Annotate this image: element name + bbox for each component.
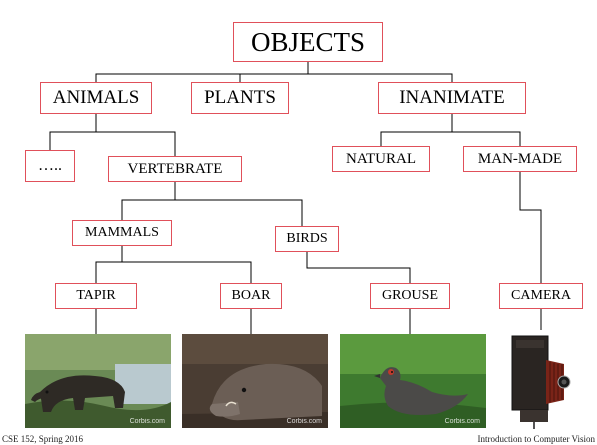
boar-photo: Corbis.com [182,334,328,428]
node-natural: NATURAL [332,146,430,172]
edge-birds-grouse [307,252,410,283]
edge-manmade-camera [520,172,541,283]
node-grouse: GROUSE [370,283,450,309]
node-camera: CAMERA [499,283,583,309]
node-inanimate: INANIMATE [378,82,526,114]
node-birds: BIRDS [275,226,339,252]
node-plants: PLANTS [191,82,289,114]
footer-title: Introduction to Computer Vision [477,434,595,444]
node-tapir: TAPIR [55,283,137,309]
grouse-photo-watermark: Corbis.com [445,418,480,425]
node-boar: BOAR [220,283,282,309]
node-vertebrate: VERTEBRATE [108,156,242,182]
node-animals: ANIMALS [40,82,152,114]
node-man-made: MAN-MADE [463,146,577,172]
footer-course: CSE 152, Spring 2016 [2,434,83,444]
tapir-photo: Corbis.com [25,334,171,428]
camera-photo [500,330,572,430]
edge-inanimate-children [381,132,520,146]
node-ellipsis: ….. [25,150,75,182]
boar-photo-watermark: Corbis.com [287,418,322,425]
tapir-photo-watermark: Corbis.com [130,418,165,425]
edge-mammals-children [96,262,251,283]
node-mammals: MAMMALS [72,220,172,246]
grouse-photo: Corbis.com [340,334,486,428]
node-objects: OBJECTS [233,22,383,62]
